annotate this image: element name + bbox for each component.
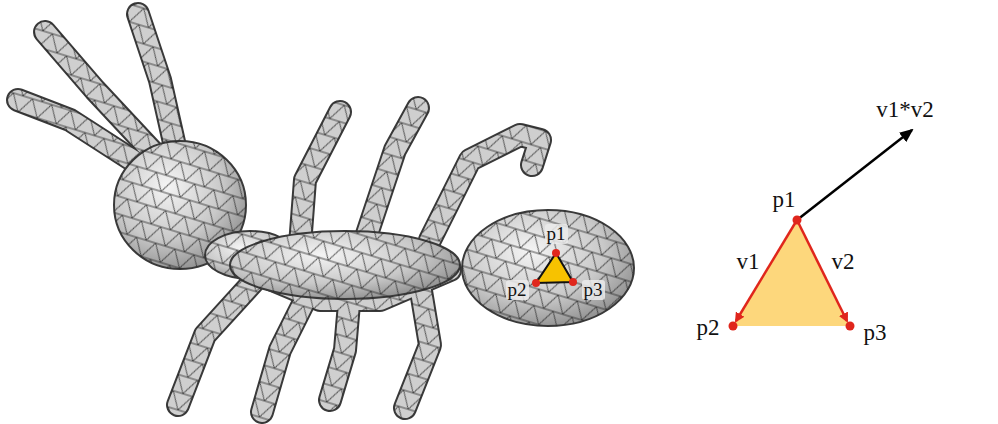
vector-label: v1 <box>737 249 760 274</box>
vertex-label: p1 <box>773 187 796 212</box>
normal-label: v1*v2 <box>876 97 934 122</box>
vector-label: v2 <box>832 249 855 274</box>
vertex-label: p3 <box>582 280 605 301</box>
vertex-label: p1 <box>545 224 568 245</box>
vertex-label: p3 <box>864 320 887 345</box>
vertex-label: p2 <box>697 315 720 340</box>
vertex-label: p2 <box>506 280 529 301</box>
